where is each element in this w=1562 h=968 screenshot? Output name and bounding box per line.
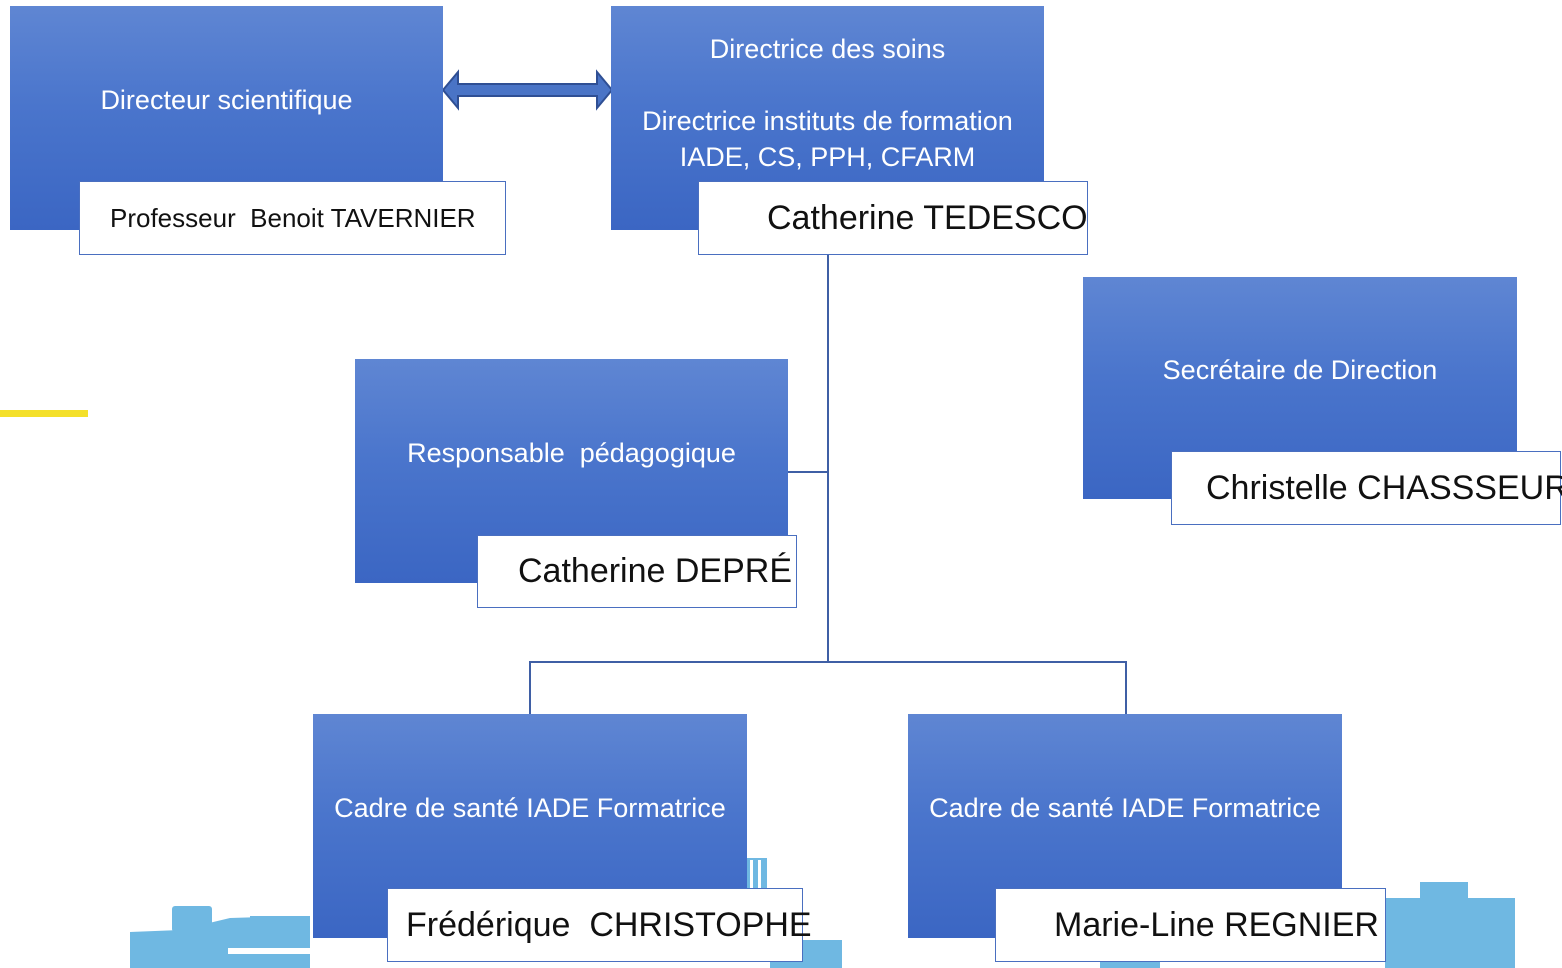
- double-arrow-connector: [441, 69, 614, 111]
- skyline-windows: [228, 860, 761, 954]
- node-name-label: Catherine TEDESCO: [767, 198, 1088, 237]
- node-role-line3: IADE, CS, PPH, CFARM: [679, 141, 976, 172]
- node-name-label: Christelle CHASSSEUR: [1206, 468, 1562, 507]
- node-name-cadre-left: Frédérique CHRISTOPHE: [387, 888, 812, 962]
- node-role-label: Responsable pédagogique: [407, 438, 736, 469]
- yellow-accent-bar: [0, 410, 88, 417]
- node-role-label: Cadre de santé IADE Formatrice: [929, 793, 1321, 824]
- node-name-directeur: Professeur Benoit TAVERNIER: [79, 181, 506, 255]
- node-name-responsable: Catherine DEPRÉ: [477, 535, 797, 608]
- node-name-label: Frédérique CHRISTOPHE: [406, 905, 812, 944]
- connector-to-cadres: [529, 661, 1127, 714]
- node-name-directrice: Catherine TEDESCO: [698, 181, 1088, 255]
- node-name-label: Marie-Line REGNIER: [1054, 905, 1379, 944]
- node-role-line2: Directrice instituts de formation: [642, 105, 1013, 136]
- node-role-line1: Directrice des soins: [709, 34, 946, 64]
- node-role-label: Cadre de santé IADE Formatrice: [334, 793, 726, 824]
- node-name-label: Catherine DEPRÉ: [518, 552, 793, 590]
- node-name-secretaire: Christelle CHASSSEUR: [1171, 451, 1562, 525]
- node-role-label: Directeur scientifique: [100, 85, 353, 116]
- node-name-label: Professeur Benoit TAVERNIER: [110, 202, 476, 233]
- node-role-label: Secrétaire de Direction: [1162, 355, 1438, 386]
- node-name-cadre-right: Marie-Line REGNIER: [995, 888, 1386, 962]
